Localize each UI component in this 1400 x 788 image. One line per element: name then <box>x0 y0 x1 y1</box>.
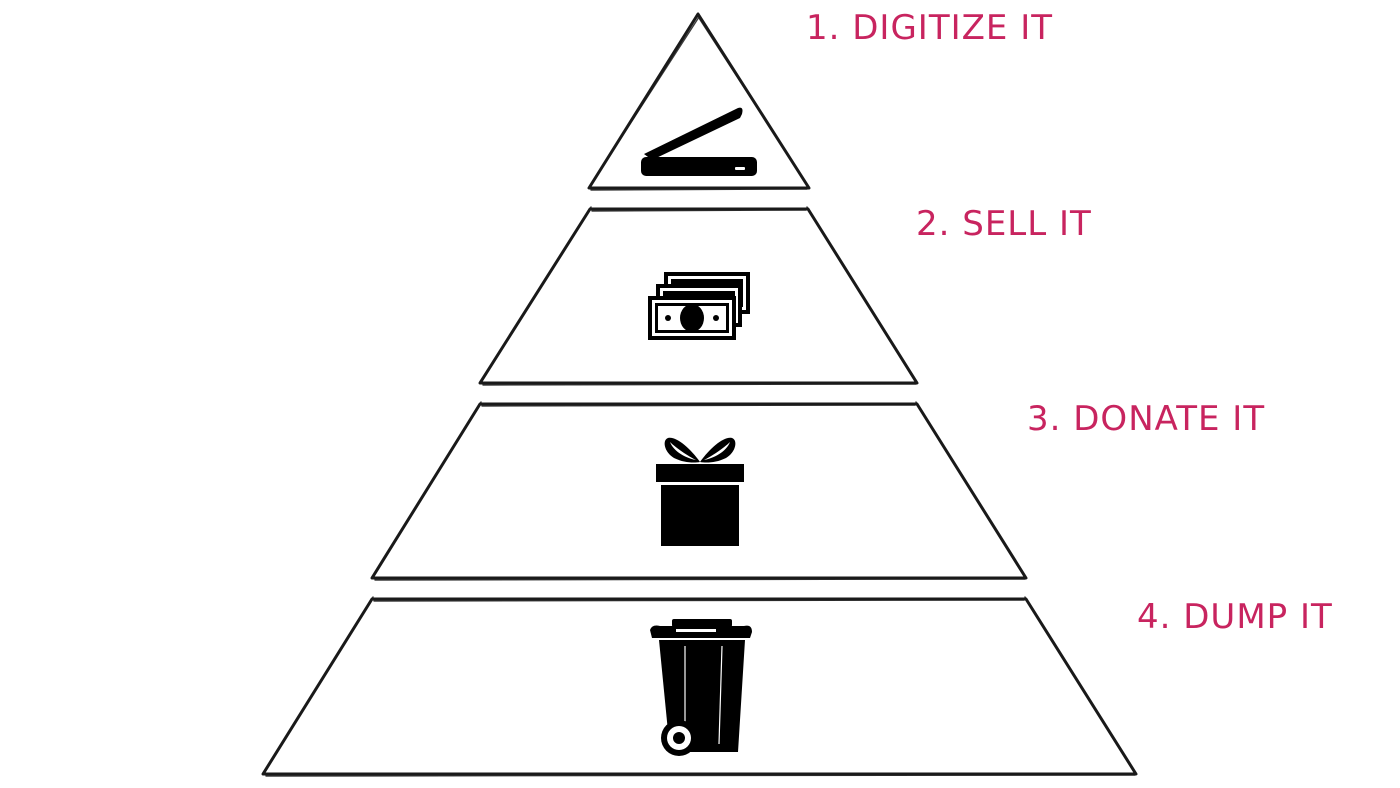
tier-4-sketch <box>264 596 1136 777</box>
tier-1-sketch <box>589 14 809 191</box>
tier-2 <box>478 206 919 386</box>
tier-3-label: 3. DONATE IT <box>1027 399 1266 439</box>
tier-4-label: 4. DUMP IT <box>1137 597 1333 637</box>
tier-3 <box>370 401 1028 581</box>
tier-2-sketch <box>481 206 917 386</box>
tier-2-label: 2. SELL IT <box>916 204 1092 244</box>
scanner-icon <box>641 107 757 176</box>
money-stack-icon <box>648 272 750 340</box>
tier-4 <box>261 596 1138 777</box>
gift-box-icon <box>656 437 744 546</box>
tier-3-sketch <box>373 401 1026 581</box>
trash-bin-icon <box>650 619 752 756</box>
tier-1 <box>587 12 811 191</box>
tier-1-label: 1. DIGITIZE IT <box>806 8 1054 48</box>
